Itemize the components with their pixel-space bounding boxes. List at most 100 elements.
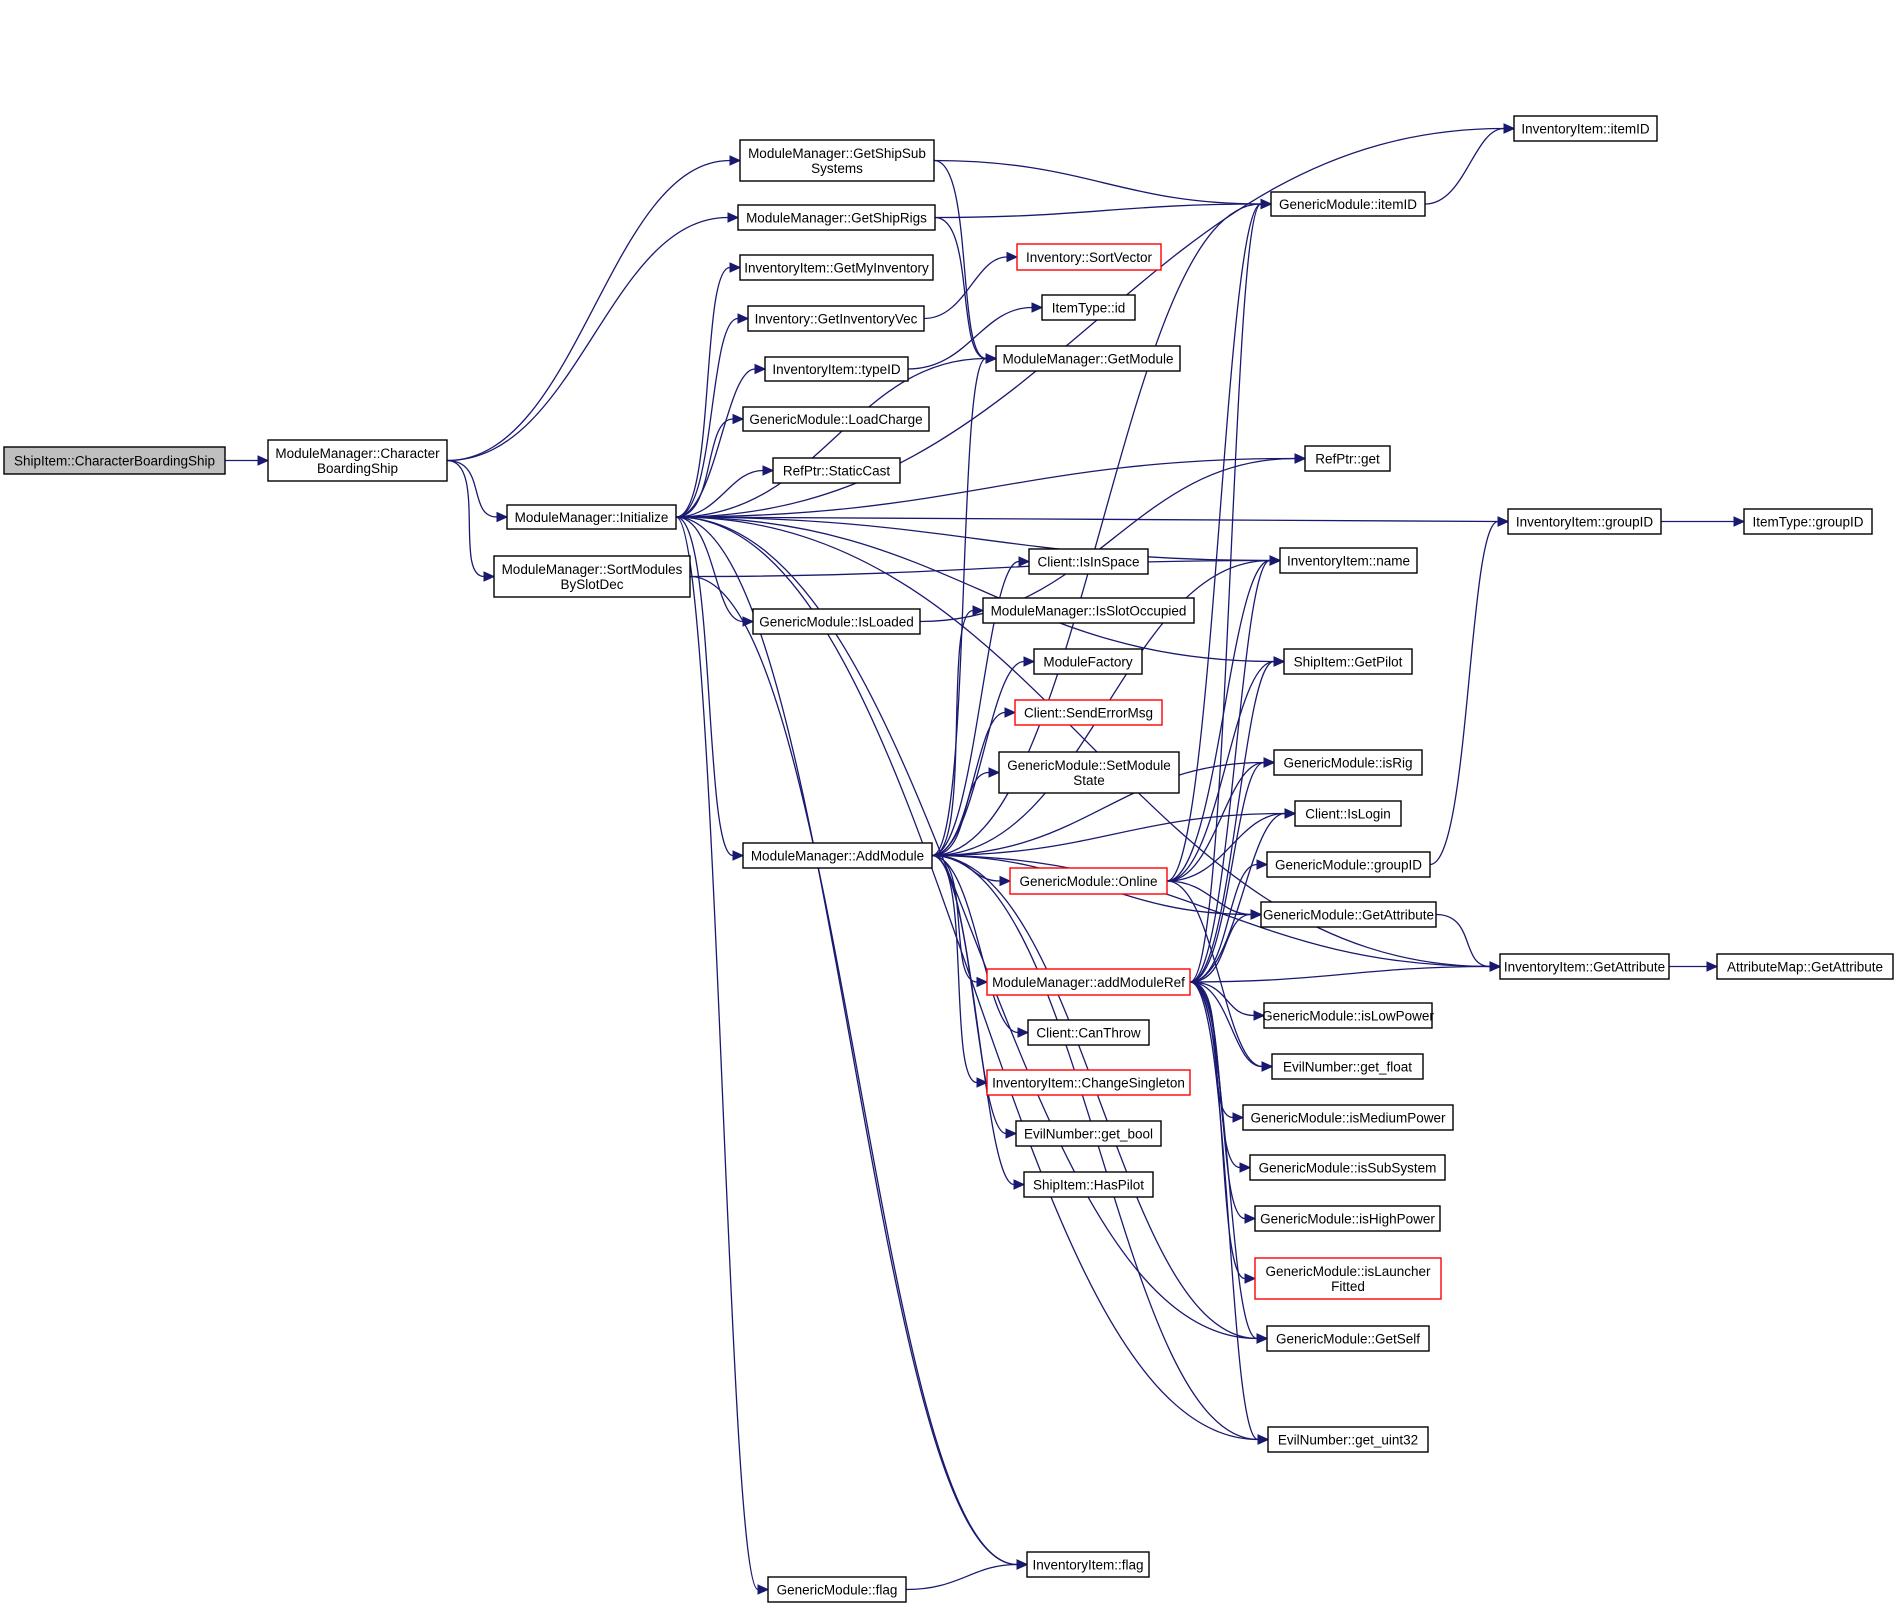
node-n44[interactable]: EvilNumber::get_uint32	[1267, 1426, 1429, 1453]
edge-arrowhead	[1257, 1434, 1270, 1445]
node-label: ShipItem::GetPilot	[1294, 655, 1403, 670]
node-n7[interactable]: Inventory::GetInventoryVec	[747, 305, 925, 332]
edge-line	[1189, 981, 1255, 1017]
node-n27[interactable]: ShipItem::HasPilot	[1023, 1171, 1154, 1198]
edge-line	[905, 1563, 1018, 1591]
edge-arrowhead	[1261, 1061, 1274, 1072]
edge-n0-n1	[225, 455, 270, 466]
node-n6[interactable]: InventoryItem::GetMyInventory	[739, 254, 934, 281]
node-n9[interactable]: GenericModule::LoadCharge	[742, 406, 930, 432]
edge-line	[1166, 880, 1252, 916]
node-label: ShipItem::CharacterBoardingShip	[14, 454, 215, 469]
edge-n36-n47	[1435, 913, 1502, 972]
edge-line	[675, 516, 1018, 1566]
edge-n12-n21	[931, 767, 1001, 857]
node-box	[1260, 901, 1437, 928]
node-n5[interactable]: ModuleManager::GetShipRigs	[737, 204, 936, 231]
node-n38[interactable]: EvilNumber::get_float	[1271, 1053, 1424, 1080]
edge-n23-n32	[1189, 656, 1286, 983]
node-n46[interactable]: InventoryItem::groupID	[1507, 508, 1662, 535]
node-n37[interactable]: GenericModule::isLowPower	[1262, 1002, 1434, 1029]
node-n11[interactable]: GenericModule::IsLoaded	[752, 608, 921, 635]
node-n10[interactable]: RefPtr::StaticCast	[772, 457, 901, 484]
edge-n2-n6	[675, 262, 742, 518]
node-n28[interactable]: InventoryItem::flag	[1026, 1551, 1150, 1578]
node-n29[interactable]: GenericModule::itemID	[1270, 191, 1426, 217]
node-n33[interactable]: GenericModule::isRig	[1273, 749, 1423, 776]
edge-n2-n7	[675, 313, 750, 518]
node-box	[995, 345, 1181, 372]
edge-n23-n31	[1189, 555, 1282, 983]
node-box	[1009, 867, 1168, 895]
node-n41[interactable]: GenericModule::isHighPower	[1254, 1205, 1441, 1232]
edge-line	[675, 127, 1505, 518]
node-n15[interactable]: ItemType::id	[1041, 294, 1136, 321]
node-box	[1028, 548, 1149, 575]
node-n25[interactable]: InventoryItem::ChangeSingleton	[986, 1069, 1191, 1096]
node-label: GenericModule::flag	[777, 1583, 898, 1598]
edge-n2-n43	[675, 516, 1269, 1344]
node-box	[1014, 699, 1163, 726]
node-n36[interactable]: GenericModule::GetAttribute	[1260, 901, 1437, 928]
node-box	[747, 305, 925, 332]
node-box	[1242, 1104, 1454, 1131]
node-n47[interactable]: InventoryItem::GetAttribute	[1499, 953, 1670, 980]
edge-line	[675, 457, 1296, 518]
node-n34[interactable]: Client::IsLogin	[1294, 800, 1402, 827]
node-n2[interactable]: ModuleManager::Initialize	[506, 504, 677, 530]
node-n13[interactable]: GenericModule::flag	[767, 1576, 907, 1603]
node-label: GenericModule::groupID	[1275, 858, 1422, 873]
node-n26[interactable]: EvilNumber::get_bool	[1015, 1120, 1162, 1147]
node-n24[interactable]: Client::CanThrow	[1027, 1019, 1150, 1046]
edge-n23-n35	[1189, 859, 1269, 983]
node-n8[interactable]: InventoryItem::typeID	[764, 356, 909, 382]
node-n43[interactable]: GenericModule::GetSelf	[1266, 1325, 1430, 1352]
node-n1[interactable]: ModuleManager::CharacterBoardingShip	[267, 439, 448, 482]
edge-line	[446, 159, 731, 462]
node-n18[interactable]: ModuleManager::IsSlotOccupied	[982, 597, 1195, 624]
node-n39[interactable]: GenericModule::isMediumPower	[1242, 1104, 1454, 1131]
edge-line	[931, 761, 1265, 857]
edge-n47-n49	[1669, 961, 1719, 972]
node-n31[interactable]: InventoryItem::name	[1279, 547, 1418, 574]
node-box	[739, 139, 935, 182]
node-n19[interactable]: ModuleFactory	[1033, 648, 1143, 675]
edge-line	[675, 266, 731, 518]
node-n14[interactable]: Inventory::SortVector	[1016, 243, 1162, 271]
node-n48[interactable]: ItemType::groupID	[1743, 508, 1873, 535]
edge-line	[446, 459, 498, 518]
node-label: Fitted	[1331, 1279, 1365, 1294]
edge-line	[675, 516, 1499, 523]
node-box	[1294, 800, 1402, 827]
node-n32[interactable]: ShipItem::GetPilot	[1283, 648, 1413, 675]
node-box	[1023, 1171, 1154, 1198]
edge-n2-n31	[675, 516, 1282, 566]
node-n49[interactable]: AttributeMap::GetAttribute	[1716, 953, 1894, 980]
edge-arrowhead	[762, 465, 775, 476]
node-n40[interactable]: GenericModule::isSubSystem	[1249, 1154, 1446, 1181]
node-n22[interactable]: GenericModule::Online	[1009, 867, 1168, 895]
node-n17[interactable]: Client::IsInSpace	[1028, 548, 1149, 575]
edge-n12-n17	[931, 556, 1031, 857]
edge-line	[933, 159, 987, 360]
node-n45[interactable]: InventoryItem::itemID	[1513, 115, 1658, 142]
edge-line	[931, 357, 987, 857]
node-n12[interactable]: ModuleManager::AddModule	[742, 842, 933, 869]
node-box	[772, 457, 901, 484]
node-label: InventoryItem::flag	[1032, 1558, 1143, 1573]
edge-n35-n46	[1429, 516, 1510, 866]
edge-line	[931, 854, 1491, 968]
node-n23[interactable]: ModuleManager::addModuleRef	[986, 968, 1191, 996]
node-n30[interactable]: RefPtr::get	[1304, 445, 1391, 472]
edge-line	[675, 516, 1258, 1340]
node-n0[interactable]: ShipItem::CharacterBoardingShip	[3, 446, 226, 475]
node-n16[interactable]: ModuleManager::GetModule	[995, 345, 1181, 372]
node-n35[interactable]: GenericModule::groupID	[1266, 851, 1431, 878]
edge-arrowhead	[483, 571, 496, 582]
edge-line	[675, 516, 1271, 562]
node-n20[interactable]: Client::SendErrorMsg	[1014, 699, 1163, 726]
